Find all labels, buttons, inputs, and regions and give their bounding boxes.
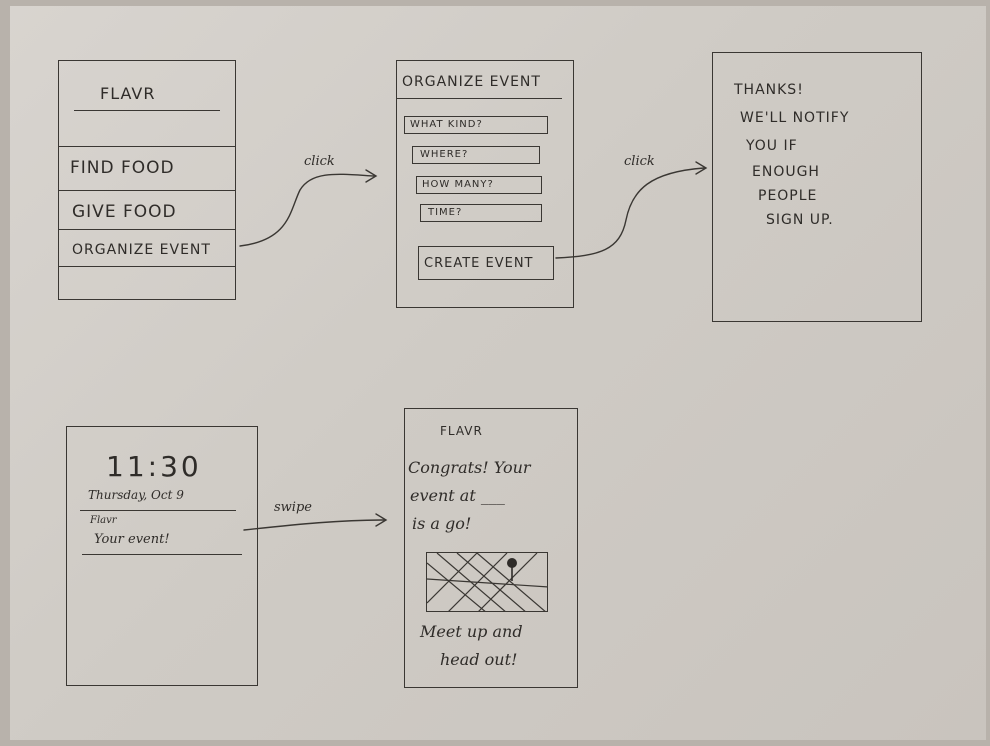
- menu-item-find-food[interactable]: FIND FOOD: [70, 158, 175, 178]
- screen-thanks: [712, 52, 922, 322]
- time-field-label: TIME?: [428, 207, 463, 218]
- message-line-2: event at ___: [410, 486, 505, 505]
- paper-background: [10, 6, 986, 740]
- screen-organize-event: [396, 60, 574, 308]
- clock-date: Thursday, Oct 9: [88, 488, 184, 502]
- thanks-line-3: YOU IF: [746, 138, 798, 154]
- divider: [58, 190, 236, 192]
- notification-app: Flavr: [90, 515, 117, 526]
- divider: [58, 229, 236, 231]
- arrow-label-swipe: swipe: [274, 500, 312, 515]
- page-title: ORGANIZE EVENT: [402, 74, 541, 90]
- divider: [82, 554, 242, 556]
- thanks-line-1: THANKS!: [734, 82, 804, 98]
- where-field[interactable]: [412, 146, 540, 164]
- arrow-click-1: [239, 173, 375, 247]
- message-line-3: is a go!: [412, 514, 472, 533]
- arrow-label-click-2: click: [624, 154, 655, 169]
- how-many-field-label: HOW MANY?: [422, 179, 494, 190]
- arrow-click-2: [555, 167, 705, 259]
- screen-lock-notification: [66, 426, 258, 686]
- divider: [80, 510, 236, 512]
- event-map[interactable]: [426, 552, 548, 612]
- menu-item-give-food[interactable]: GIVE FOOD: [72, 202, 177, 222]
- clock-time: 11:30: [106, 450, 202, 483]
- message-line-1: Congrats! Your: [408, 458, 531, 477]
- footer-line-1: Meet up and: [420, 622, 523, 641]
- arrow-swipe: [243, 519, 385, 531]
- app-title: FLAVR: [440, 424, 483, 438]
- thanks-line-5: PEOPLE: [758, 188, 818, 204]
- map-pin-icon: [507, 558, 517, 581]
- app-title: FLAVR: [100, 84, 156, 103]
- screen-event-confirmed: [404, 408, 578, 688]
- arrow-label-click-1: click: [304, 154, 335, 169]
- thanks-line-4: ENOUGH: [752, 164, 820, 180]
- menu-item-organize-event[interactable]: ORGANIZE EVENT: [72, 242, 211, 258]
- divider: [74, 110, 220, 112]
- time-field[interactable]: [420, 204, 542, 222]
- how-many-field[interactable]: [416, 176, 542, 194]
- notification-text[interactable]: Your event!: [94, 532, 170, 547]
- divider: [58, 146, 236, 148]
- where-field-label: WHERE?: [420, 149, 469, 160]
- create-event-button[interactable]: [418, 246, 554, 280]
- create-event-label: CREATE EVENT: [424, 256, 534, 271]
- divider: [58, 266, 236, 268]
- screen-main-menu: [58, 60, 236, 300]
- thanks-line-6: SIGN UP.: [766, 212, 834, 228]
- map-lines: [427, 553, 547, 611]
- footer-line-2: head out!: [440, 650, 518, 669]
- kind-field-label: WHAT KIND?: [410, 119, 483, 130]
- kind-field[interactable]: [404, 116, 548, 134]
- divider: [396, 98, 562, 100]
- thanks-line-2: WE'LL NOTIFY: [740, 110, 850, 126]
